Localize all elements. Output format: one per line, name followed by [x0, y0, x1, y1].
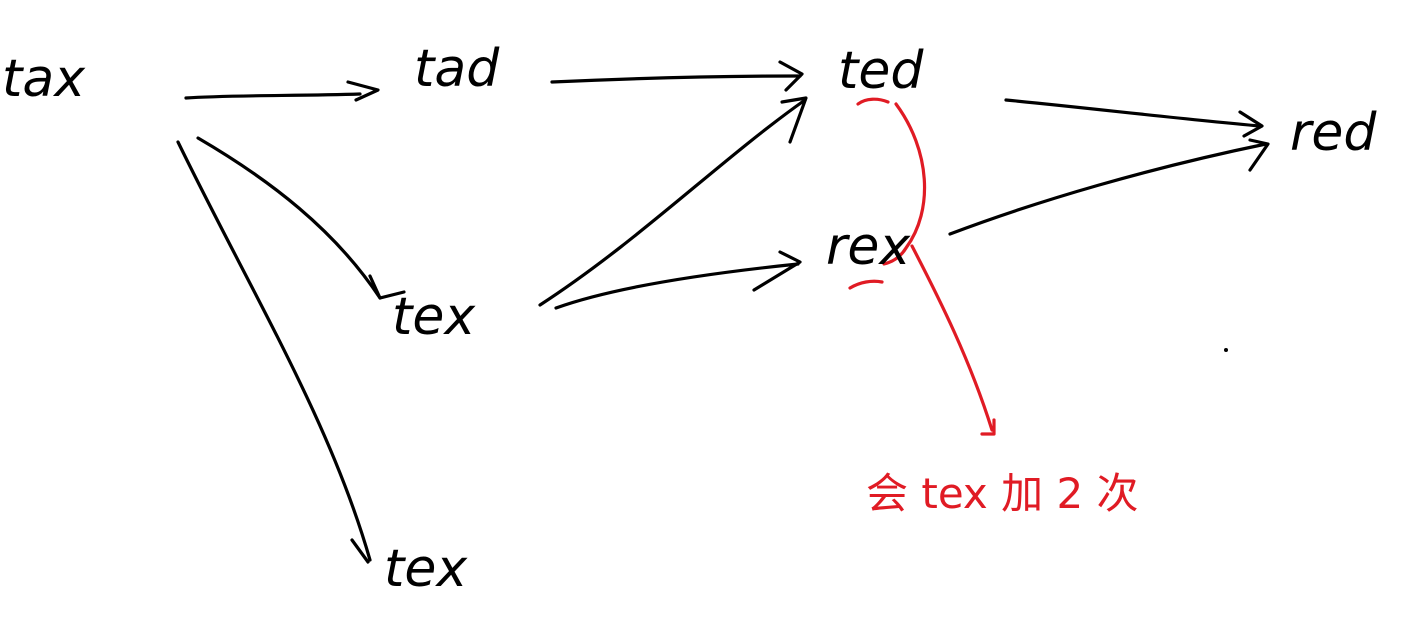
stray-dot [1224, 348, 1228, 352]
annotation-note: 会 tex 加 2 次 [866, 469, 1139, 518]
edge-tex1-ted [538, 98, 807, 307]
arrowhead-ted-1 [778, 60, 804, 92]
edge-ted-red [1004, 98, 1262, 128]
arrowhead-tad [346, 80, 380, 102]
node-labels: tax tad ted red tex rex tex [2, 39, 1377, 599]
node-tex-bottom: tex [384, 539, 468, 599]
node-rex: rex [826, 217, 911, 277]
edge-tad-ted [550, 74, 802, 84]
arrowhead-red-1 [1238, 110, 1264, 138]
underline-ted-ex [856, 97, 890, 106]
edge-tex1-rex [554, 262, 800, 310]
node-ted: ted [838, 41, 924, 101]
pointer-arrowhead [980, 418, 996, 436]
annotation-strokes [848, 97, 996, 436]
arrowhead-tex1 [368, 274, 406, 300]
node-tax: tax [2, 49, 86, 109]
arrowhead-red-2 [1248, 138, 1270, 172]
edge-tax-tex1 [196, 136, 382, 300]
bracket-connector [882, 102, 927, 266]
node-tad: tad [414, 39, 500, 99]
edge-rex-red [948, 142, 1268, 236]
edge-tax-tad [184, 92, 362, 100]
node-red: red [1290, 103, 1377, 163]
pointer-line [910, 244, 994, 432]
edges [176, 60, 1270, 564]
edge-tax-tex2 [176, 140, 372, 562]
arrowhead-tex2 [350, 538, 370, 564]
underline-rex-ex [848, 279, 884, 290]
arrowhead-ted-2 [780, 96, 808, 144]
arrowhead-rex [752, 250, 802, 292]
node-tex-middle: tex [392, 287, 476, 347]
